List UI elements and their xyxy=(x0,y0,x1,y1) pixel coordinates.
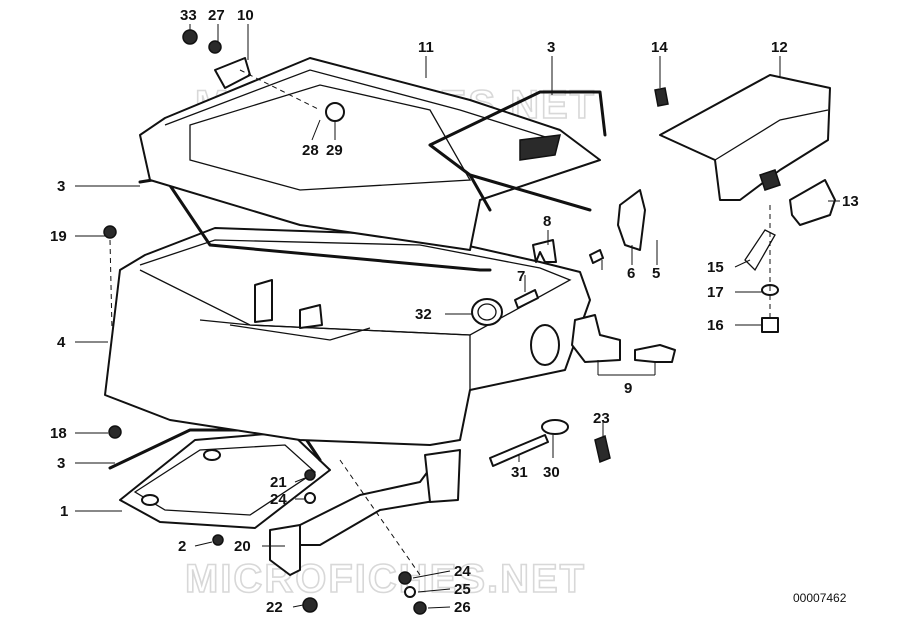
callout-22: 22 xyxy=(266,599,283,616)
catalog-number: 00007462 xyxy=(793,591,847,605)
callout-31: 31 xyxy=(511,464,528,481)
lock-and-key xyxy=(571,314,676,363)
callout-23: 23 xyxy=(593,410,610,427)
callout-16: 16 xyxy=(707,317,724,334)
pin xyxy=(514,289,539,309)
callout-3-top: 3 xyxy=(547,39,555,56)
callout-9: 9 xyxy=(624,380,632,397)
callout-24-mid: 24 xyxy=(270,491,287,508)
assembly-line-4 xyxy=(109,239,113,331)
hasp xyxy=(617,189,646,251)
callout-17: 17 xyxy=(707,284,724,301)
callout-7-left: 7 xyxy=(517,268,525,285)
callout-2: 2 xyxy=(178,538,186,555)
assembly-line-3 xyxy=(239,69,321,111)
cover xyxy=(659,74,831,201)
callout-12: 12 xyxy=(771,39,788,56)
fasteners xyxy=(103,29,779,615)
rear-rail xyxy=(428,90,607,212)
callout-1: 1 xyxy=(60,503,68,520)
callout-21: 21 xyxy=(270,474,287,491)
callout-8: 8 xyxy=(543,213,551,230)
base-plate xyxy=(108,428,331,529)
main-case xyxy=(104,227,591,446)
leaders xyxy=(75,24,840,609)
callouts: 33 27 10 11 3 14 12 28 29 13 3 8 19 7 6 … xyxy=(50,7,859,616)
callout-15: 15 xyxy=(707,259,724,276)
callout-27: 27 xyxy=(208,7,225,24)
callout-30: 30 xyxy=(543,464,560,481)
lid xyxy=(139,57,601,251)
callout-28: 28 xyxy=(302,142,319,159)
callout-3-left: 3 xyxy=(57,178,65,195)
callout-3-bottom: 3 xyxy=(57,455,65,472)
strip-31 xyxy=(489,434,549,467)
callout-25: 25 xyxy=(454,581,471,598)
callout-29: 29 xyxy=(326,142,343,159)
callout-5: 5 xyxy=(652,265,660,282)
watermark-bottom: MICROFICHES.NET xyxy=(185,557,586,601)
callout-24-bottom: 24 xyxy=(454,563,471,580)
callout-4: 4 xyxy=(57,334,66,351)
bracket xyxy=(269,449,461,576)
hinge-plate xyxy=(789,179,836,226)
callout-11: 11 xyxy=(418,39,434,56)
callout-18: 18 xyxy=(50,425,67,442)
callout-6: 6 xyxy=(627,265,635,282)
callout-14: 14 xyxy=(651,39,668,56)
callout-32: 32 xyxy=(415,306,432,323)
callout-19: 19 xyxy=(50,228,67,245)
callout-33: 33 xyxy=(180,7,197,24)
callout-26: 26 xyxy=(454,599,471,616)
screw-14 xyxy=(654,87,669,107)
callout-10: 10 xyxy=(237,7,254,24)
pad-30 xyxy=(541,419,569,435)
callout-20: 20 xyxy=(234,538,251,555)
clip xyxy=(532,239,557,263)
callout-13: 13 xyxy=(842,193,859,210)
